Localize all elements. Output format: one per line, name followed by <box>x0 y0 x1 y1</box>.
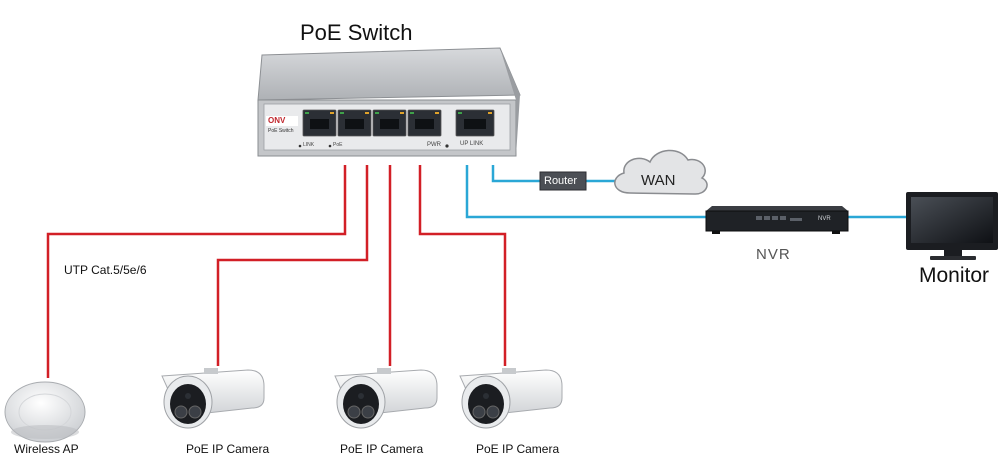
cable-camera-3 <box>418 165 507 366</box>
cable-wireless-ap <box>46 165 347 378</box>
nvr-badge-label: NVR <box>818 216 831 222</box>
monitor-device <box>906 192 998 260</box>
wan-cloud <box>614 149 708 195</box>
cable-label: UTP Cat.5/5e/6 <box>64 263 147 277</box>
nvr-label: NVR <box>756 246 791 263</box>
switch-led-poe-label: PoE <box>333 142 343 148</box>
camera-1-device <box>161 368 265 429</box>
camera-1-label: PoE IP Camera <box>186 442 270 456</box>
cable-uplink-router <box>491 165 540 183</box>
switch-model-label: PoE Switch <box>268 128 294 134</box>
camera-3-label: PoE IP Camera <box>476 442 560 456</box>
poe-switch <box>257 47 521 157</box>
router-label: Router <box>544 175 578 187</box>
camera-2-label: PoE IP Camera <box>340 442 424 456</box>
brand-logo <box>266 116 298 126</box>
monitor-label: Monitor <box>919 264 990 287</box>
wireless-ap-label: Wireless AP <box>14 442 79 456</box>
switch-side-face <box>500 48 520 156</box>
switch-top-face <box>257 47 521 101</box>
wireless-ap-device <box>4 381 86 443</box>
nvr-device <box>705 206 849 234</box>
switch-uplink-label: UP LINK <box>460 141 484 147</box>
camera-2-device <box>334 368 438 429</box>
cable-uplink-nvr <box>465 165 706 219</box>
switch-pwr-label: PWR <box>427 142 441 148</box>
cable-camera-1 <box>216 165 369 366</box>
switch-brand-label: ONV <box>268 116 286 125</box>
diagram-title: PoE Switch <box>300 20 413 45</box>
camera-3-device <box>459 368 563 429</box>
data-cables <box>465 165 906 219</box>
router-box <box>539 171 587 191</box>
switch-led-link-label: LINK <box>303 142 315 148</box>
wan-label: WAN <box>641 172 676 189</box>
poe-cables <box>46 165 507 378</box>
